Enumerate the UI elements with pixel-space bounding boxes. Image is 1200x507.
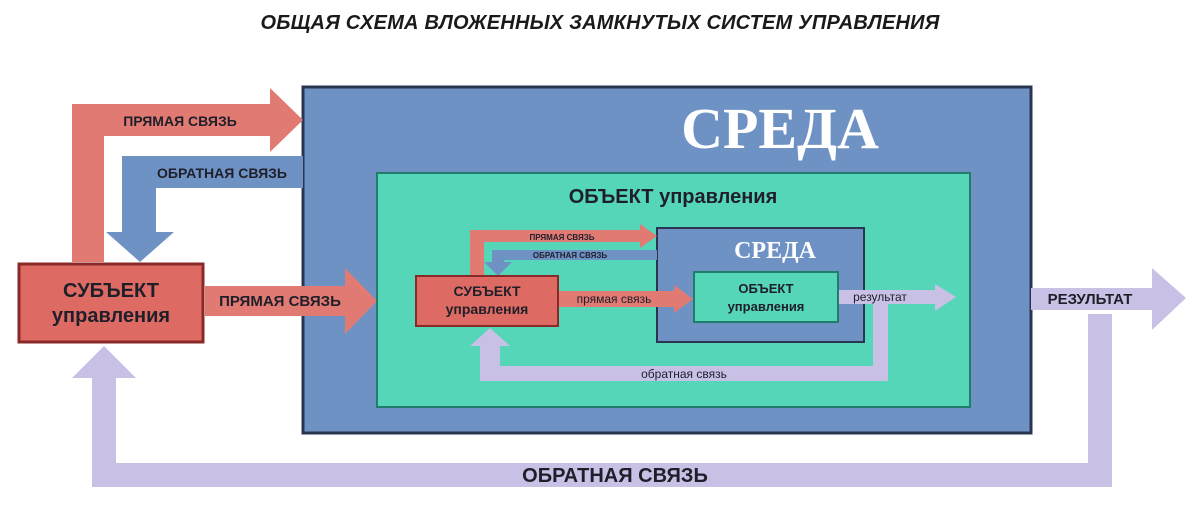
inner-forward-top-label: ПРЯМАЯ СВЯЗЬ [530,233,595,242]
inner-subject-line1: СУБЪЕКТ [453,283,521,299]
inner-forward-top-arrow [470,224,657,276]
outer-feedback-top-arrow [106,156,303,262]
outer-result-arrow [1031,268,1186,330]
inner-result-label: результат [853,290,907,304]
inner-subject-box [415,275,559,327]
outer-subject-line1: СУБЪЕКТ [63,280,159,302]
inner-subject-line2: управления [446,301,529,317]
inner-feedback-top-arrow [484,250,657,276]
diagram-title: ОБЩАЯ СХЕМА ВЛОЖЕННЫХ ЗАМКНУТЫХ СИСТЕМ У… [260,12,940,34]
inner-object-line2: управления [728,299,805,314]
outer-subject-line2: управления [52,305,170,327]
outer-forward-main-arrow [205,268,377,334]
inner-object-box [693,271,839,323]
outer-feedback-top-label: ОБРАТНАЯ СВЯЗЬ [157,165,287,181]
outer-result-label: РЕЗУЛЬТАТ [1048,291,1133,308]
inner-forward-main-label: прямая связь [577,292,652,306]
outer-environment-label: СРЕДА [681,96,879,161]
outer-subject-box [17,262,205,344]
inner-object-line1: ОБЪЕКТ [738,281,793,296]
inner-forward-main-arrow [558,285,693,313]
outer-feedback-bottom-arrow [72,314,1112,487]
inner-feedback-top-label: ОБРАТНАЯ СВЯЗЬ [533,251,608,260]
inner-result-arrow [838,284,956,311]
inner-feedback-bottom-label: обратная связь [641,367,727,381]
outer-feedback-bottom-label: ОБРАТНАЯ СВЯЗЬ [522,465,708,487]
outer-forward-top-label: ПРЯМАЯ СВЯЗЬ [123,113,237,129]
outer-forward-top-arrow [72,88,303,262]
outer-object-title: ОБЪЕКТ управления [569,186,778,208]
inner-feedback-bottom-arrow [470,296,888,381]
outer-forward-main-label: ПРЯМАЯ СВЯЗЬ [219,293,341,310]
inner-environment-label: СРЕДА [734,238,817,264]
